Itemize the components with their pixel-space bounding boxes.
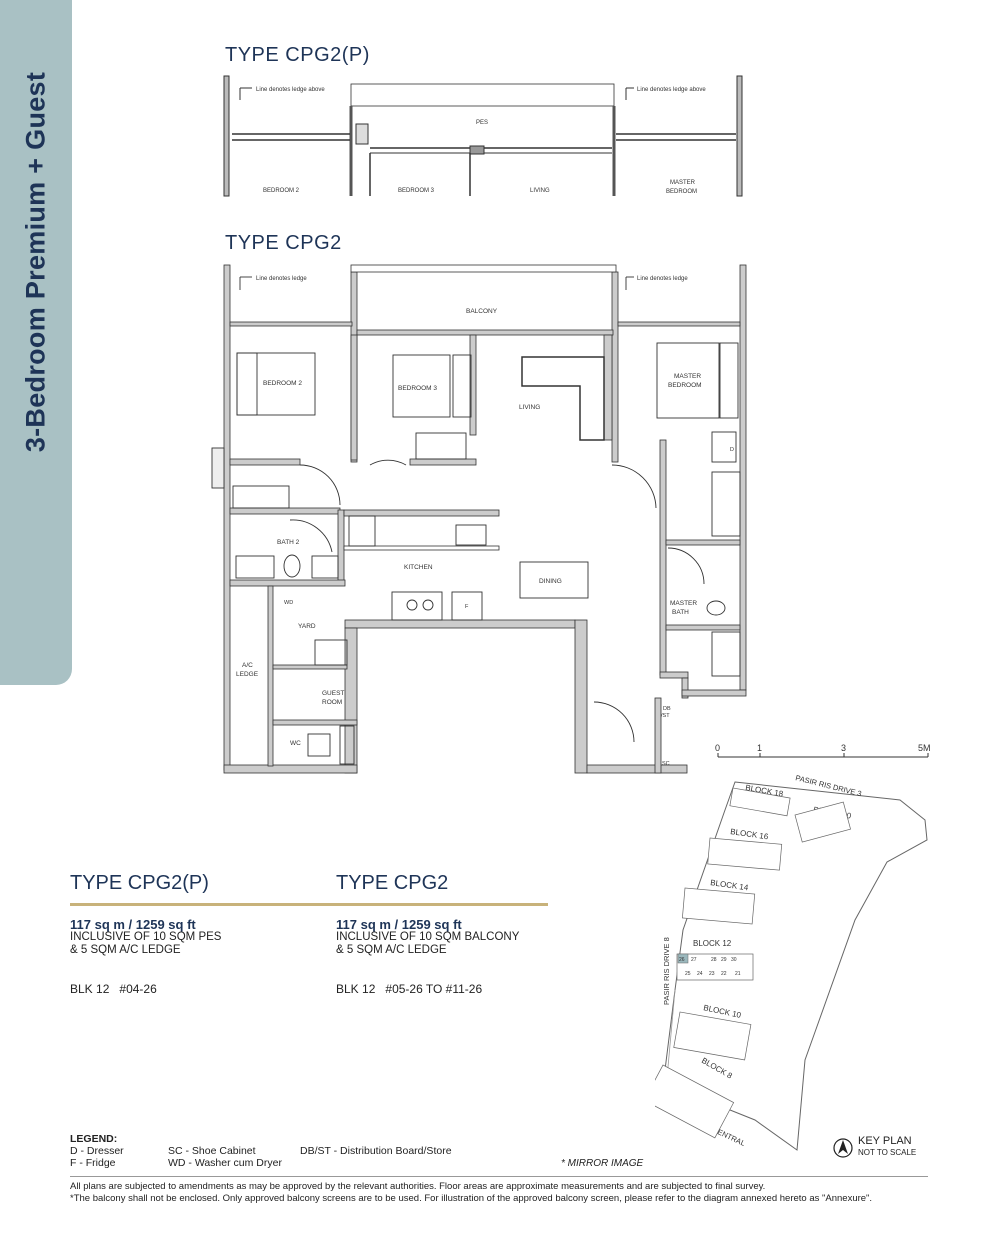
room-label-balcony: BALCONY <box>466 308 498 315</box>
unit-area-right: 117 sq m / 1259 sq ft <box>336 917 462 932</box>
legend-item-shoe-cabinet: SC - Shoe Cabinet <box>168 1145 256 1157</box>
legend: LEGEND: D - Dresser F - Fridge <box>70 1133 124 1169</box>
unit-21: 21 <box>735 971 741 977</box>
room-label-master-bath: MASTER <box>670 600 697 607</box>
footnote-1: All plans are subjected to amendments as… <box>70 1181 766 1192</box>
scale-mark-0: 0 <box>715 743 720 753</box>
ledge-note-left: Line denotes ledge <box>256 276 307 282</box>
unit-26: 26 <box>679 957 685 963</box>
road-pasir-ris-drive-8: PASIR RIS DRIVE 8 <box>662 937 671 1005</box>
room-label-sc: SC <box>662 761 670 767</box>
key-plan-label: KEY PLAN <box>858 1135 912 1147</box>
room-label-master-bath-2: BATH <box>672 609 689 616</box>
north-arrow-icon <box>833 1138 853 1158</box>
unit-number-right: #05-26 TO #11-26 <box>385 982 483 996</box>
unit-24: 24 <box>697 971 703 977</box>
unit-title-right: TYPE CPG2 <box>336 872 449 894</box>
road-pasir-ris-drive-3: PASIR RIS DRIVE 3 <box>795 773 863 798</box>
block-number-left: BLK 12 <box>70 982 110 996</box>
unit-title-left: TYPE CPG2(P) <box>70 872 209 894</box>
room-label-bedroom2: BEDROOM 2 <box>263 380 302 387</box>
room-label-master-top-2: BEDROOM <box>666 189 697 195</box>
legend-col-3: DB/ST - Distribution Board/Store <box>300 1145 452 1157</box>
unit-block-right: BLK 12 #05-26 TO #11-26 <box>336 982 482 996</box>
unit-area-left: 117 sq m / 1259 sq ft <box>70 917 196 932</box>
unit-inclusion-right-1: INCLUSIVE OF 10 SQM BALCONY <box>336 931 520 943</box>
plan-title-cpg2p: TYPE CPG2(P) <box>225 44 370 66</box>
room-label-dbst: DB <box>663 706 671 712</box>
unit-27: 27 <box>691 957 697 963</box>
scale-mark-3: 3 <box>841 743 846 753</box>
main-plan-fixtures <box>211 276 741 765</box>
room-label-bedroom2-top: BEDROOM 2 <box>263 188 300 194</box>
unit-23: 23 <box>709 971 715 977</box>
room-label-living-top: LIVING <box>530 188 550 194</box>
scale-mark-1: 1 <box>757 743 762 753</box>
room-label-bedroom3: BEDROOM 3 <box>398 385 437 392</box>
legend-col-2: SC - Shoe Cabinet WD - Washer cum Dryer <box>168 1145 282 1169</box>
legend-heading: LEGEND: <box>70 1133 118 1145</box>
ledge-note-left-top: Line denotes ledge above <box>256 87 325 93</box>
footer-divider <box>70 1176 928 1177</box>
unit-info-right: 117 sq m / 1259 sq ft INCLUSIVE OF 10 SQ… <box>336 918 519 957</box>
room-label-guest-2: ROOM <box>322 699 342 706</box>
unit-29: 29 <box>721 957 727 963</box>
room-label-ac-ledge: A/C <box>242 662 253 669</box>
room-label-master-2: BEDROOM <box>668 382 702 389</box>
legend-item-dbst: DB/ST - Distribution Board/Store <box>300 1145 452 1157</box>
room-label-ac-ledge-2: LEDGE <box>236 671 259 678</box>
partial-plan-cpg2p <box>223 75 743 197</box>
ledge-note-right-top: Line denotes ledge above <box>637 87 706 93</box>
side-tab: 3-Bedroom Premium + Guest <box>0 0 72 685</box>
room-label-bedroom3-top: BEDROOM 3 <box>398 188 435 194</box>
room-label-bath2: BATH 2 <box>277 539 300 546</box>
ledge-note-right: Line denotes ledge <box>637 276 688 282</box>
unit-inclusion-left-2: & 5 SQM A/C LEDGE <box>70 944 181 956</box>
footnotes: All plans are subjected to amendments as… <box>70 1181 950 1204</box>
unit-30: 30 <box>731 957 737 963</box>
key-plan-note: NOT TO SCALE <box>858 1148 917 1157</box>
room-label-living: LIVING <box>519 404 540 411</box>
key-plan: PASIR RIS DRIVE 3 PASIR RIS DRIVE 8 PASI… <box>655 773 928 1158</box>
key-plan-caption: KEY PLAN NOT TO SCALE <box>858 1136 916 1158</box>
unit-22: 22 <box>721 971 727 977</box>
footnote-2: *The balcony shall not be enclosed. Only… <box>70 1192 873 1204</box>
block-12-label: BLOCK 12 <box>693 939 732 948</box>
legend-item-washer-dryer: WD - Washer cum Dryer <box>168 1157 282 1169</box>
label-dresser: D <box>730 447 734 453</box>
block-14-label: BLOCK 14 <box>710 878 750 892</box>
main-plan-cpg2 <box>223 264 747 774</box>
unit-inclusion-left-1: INCLUSIVE OF 10 SQM PES <box>70 931 222 943</box>
block-number-right: BLK 12 <box>336 982 376 996</box>
room-label-master: MASTER <box>674 373 701 380</box>
block-16-label: BLOCK 16 <box>730 827 770 841</box>
room-label-master-top: MASTER <box>670 180 696 186</box>
room-label-pes: PES <box>476 120 488 126</box>
unit-inclusion-right-2: & 5 SQM A/C LEDGE <box>336 944 447 956</box>
label-wd: WD <box>284 600 293 606</box>
unit-25: 25 <box>685 971 691 977</box>
room-label-wc: WC <box>290 740 301 747</box>
scale-bar <box>717 753 929 758</box>
room-label-dbst-2: /ST <box>661 713 670 719</box>
unit-number-left: #04-26 <box>119 982 157 996</box>
legend-item-dresser: D - Dresser <box>70 1145 124 1157</box>
room-label-dining: DINING <box>539 578 562 585</box>
unit-block-left: BLK 12 #04-26 <box>70 982 157 996</box>
label-fridge: F <box>465 604 469 610</box>
unit-28: 28 <box>711 957 717 963</box>
floor-plan-drawing: Line denotes ledge above Line denotes le… <box>211 75 931 774</box>
block-8-label: BLOCK 8 <box>700 1056 734 1081</box>
room-label-kitchen: KITCHEN <box>404 564 433 571</box>
gold-divider <box>70 903 548 906</box>
unit-26-highlight <box>677 953 689 964</box>
scale-mark-5m: 5M <box>918 743 931 753</box>
legend-item-fridge: F - Fridge <box>70 1157 116 1169</box>
room-label-yard: YARD <box>298 623 316 630</box>
room-label-guest: GUEST <box>322 690 344 697</box>
mirror-image-note: * MIRROR IMAGE <box>561 1158 644 1169</box>
plan-title-cpg2: TYPE CPG2 <box>225 232 342 254</box>
unit-info-left: 117 sq m / 1259 sq ft INCLUSIVE OF 10 SQ… <box>70 918 221 957</box>
